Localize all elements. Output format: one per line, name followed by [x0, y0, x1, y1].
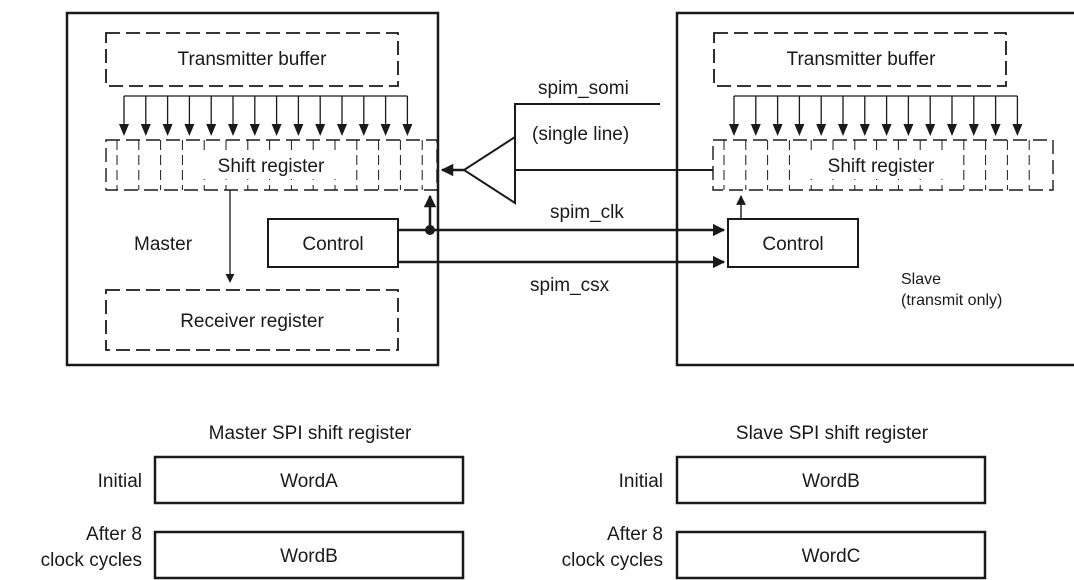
- somi-line: [514, 103, 713, 171]
- slave-bit-arrows: [729, 95, 1023, 136]
- master-bit-arrowhead: [271, 124, 282, 136]
- master-transmitter-label: Transmitter buffer: [178, 49, 328, 70]
- slave-bit-arrowhead: [859, 124, 870, 136]
- master-side-label: Master: [134, 234, 193, 255]
- slave-row2-label-line2: clock cycles: [562, 550, 663, 571]
- master-row1-value: WordA: [280, 471, 338, 492]
- somi-note: (single line): [532, 124, 629, 145]
- master-bit-arrowhead: [380, 124, 391, 136]
- master-bit-arrowhead: [119, 124, 129, 136]
- master-transmitter-buffer: [105, 32, 399, 87]
- slave-row1-box: [675, 455, 987, 505]
- slave-row2-label-line1: After 8: [607, 524, 663, 545]
- slave-row2-box: [675, 530, 987, 580]
- master-row1-box: [153, 455, 465, 505]
- master-row2-label-line1: After 8: [86, 524, 142, 545]
- slave-bit-arrowhead: [1012, 124, 1023, 136]
- slave-shift-register: [712, 139, 1054, 191]
- master-bit-arrowhead: [315, 124, 326, 136]
- slave-bit-arrowhead: [729, 124, 739, 136]
- slave-control-label: Control: [762, 234, 823, 255]
- master-receiver-register: [105, 289, 399, 351]
- master-row2-label-line2: clock cycles: [41, 550, 142, 571]
- master-bit-arrowhead: [162, 124, 173, 136]
- slave-row1-value: WordB: [802, 471, 860, 492]
- master-bit-arrows: [119, 95, 413, 136]
- slave-bit-arrowhead: [990, 124, 1001, 136]
- master-receiver-label: Receiver register: [180, 311, 324, 332]
- master-shift-label-bg: [200, 153, 342, 179]
- slave-shift-label-bg: [810, 153, 952, 179]
- master-row2-value: WordB: [280, 546, 338, 567]
- master-bit-arrowhead: [337, 124, 347, 136]
- master-shift-register: [105, 139, 438, 191]
- slave-bit-arrowhead: [750, 124, 761, 136]
- slave-bit-arrowhead: [903, 124, 914, 136]
- slave-side-label-line1: Slave: [901, 271, 941, 288]
- slave-side-label-line2: (transmit only): [901, 292, 1002, 309]
- slave-bit-arrowhead: [881, 124, 892, 136]
- master-row2-box: [153, 530, 465, 580]
- master-table-title: Master SPI shift register: [209, 423, 412, 444]
- master-bit-arrowhead: [249, 124, 260, 136]
- somi-label: spim_somi: [538, 78, 629, 99]
- slave-shift-label: Shift register: [828, 156, 935, 177]
- slave-bit-arrowhead: [947, 124, 957, 136]
- master-row1-label: Initial: [98, 471, 142, 492]
- csx-label: spim_csx: [530, 275, 610, 296]
- slave-bit-arrowhead: [794, 124, 805, 136]
- slave-bit-arrowhead: [968, 124, 979, 136]
- master-bit-arrowhead: [206, 124, 217, 136]
- master-bit-arrowhead: [293, 124, 304, 136]
- slave-bit-arrowhead: [772, 124, 783, 136]
- slave-bit-arrowhead: [925, 124, 936, 136]
- master-bit-arrowhead: [228, 124, 238, 136]
- slave-transmitter-buffer: [713, 32, 1007, 87]
- master-bit-arrowhead: [184, 124, 195, 136]
- master-control-label: Control: [302, 234, 363, 255]
- master-shift-label: Shift register: [218, 156, 325, 177]
- slave-transmitter-label: Transmitter buffer: [787, 49, 937, 70]
- master-bit-arrowhead: [358, 124, 369, 136]
- slave-table-title: Slave SPI shift register: [736, 423, 929, 444]
- slave-bit-arrowhead: [816, 124, 827, 136]
- master-bit-arrowhead: [140, 124, 151, 136]
- slave-control-box: [727, 218, 859, 268]
- master-bit-arrowhead: [402, 124, 413, 136]
- master-outer-box: [65, 11, 440, 367]
- slave-row1-label: Initial: [619, 471, 663, 492]
- somi-buffer-triangle: [462, 135, 516, 205]
- slave-row2-value: WordC: [802, 546, 861, 567]
- slave-outer-box: [675, 11, 1074, 367]
- master-control-box: [267, 218, 399, 268]
- clk-label: spim_clk: [550, 202, 624, 223]
- slave-bit-arrowhead: [838, 124, 848, 136]
